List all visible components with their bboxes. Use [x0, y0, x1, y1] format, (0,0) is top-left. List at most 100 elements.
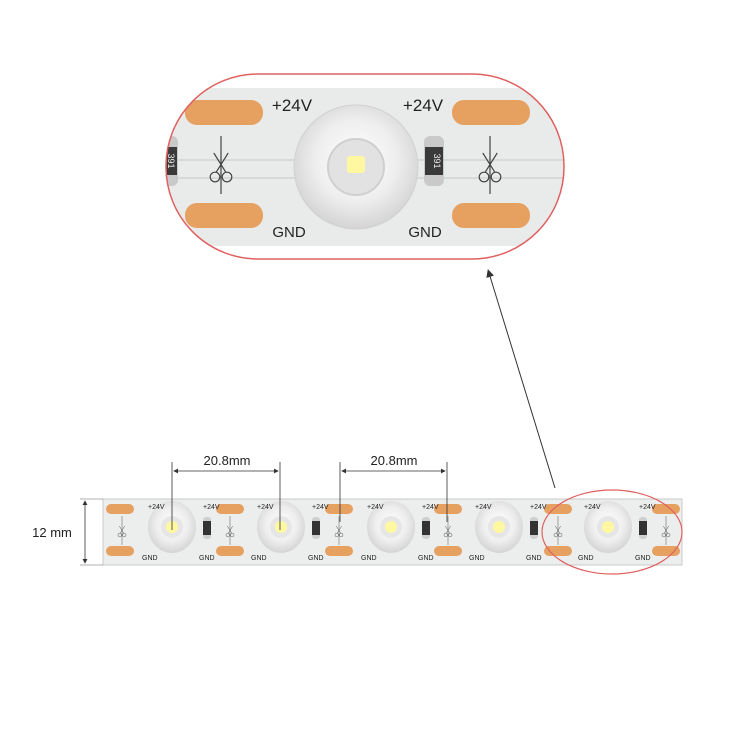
- scissor-blade: [119, 525, 124, 534]
- scissor-blade: [213, 152, 227, 173]
- scissor-blade: [556, 525, 561, 534]
- scissor-blade: [227, 525, 232, 534]
- zoom-solder-pad-gnd: [452, 203, 530, 228]
- led-chip-icon: [275, 521, 287, 533]
- scissors-icon: [225, 516, 235, 545]
- resistor-body: [425, 147, 443, 175]
- pitch-label-2: 20.8mm: [371, 453, 418, 468]
- scissors-icon: [443, 516, 453, 545]
- solder-pad-gnd: [106, 546, 134, 556]
- scissor-handle: [122, 532, 127, 538]
- label-gnd: GND: [142, 555, 158, 562]
- led-chip-icon: [493, 521, 505, 533]
- label-gnd: GND: [199, 555, 215, 562]
- zoom-label-plus24v-2: +24V: [403, 96, 444, 115]
- led-chip-icon: [602, 521, 614, 533]
- label-plus24v: +24V: [422, 504, 439, 511]
- scissor-blade: [228, 525, 233, 534]
- scissor-handle: [661, 532, 666, 538]
- zoom-label-gnd-1: GND: [272, 224, 306, 241]
- label-gnd: GND: [308, 555, 324, 562]
- scissor-blade: [555, 525, 560, 534]
- scissors-icon: [553, 516, 563, 545]
- scissor-blade: [445, 525, 450, 534]
- scissor-blade: [337, 525, 342, 534]
- solder-pad-plus: [325, 504, 353, 514]
- scissor-handle: [558, 532, 563, 538]
- led-strip: +24V +24V GND GND +24V +24V GND GND +24V +24V GND G…: [102, 498, 683, 566]
- label-plus24v: +24V: [203, 504, 220, 511]
- zoom-highlight-outline: [165, 73, 565, 260]
- scissor-blade: [484, 152, 498, 173]
- label-gnd: GND: [251, 555, 267, 562]
- scissor-blade: [664, 525, 669, 534]
- resistor-body: [166, 147, 177, 175]
- scissor-handle: [230, 532, 235, 538]
- scissors-icon: [334, 516, 344, 545]
- led-chip-icon: [347, 156, 365, 173]
- label-gnd: GND: [361, 555, 377, 562]
- resistor-code: 391: [432, 153, 442, 168]
- solder-pad-plus: [434, 504, 462, 514]
- label-plus24v: +24V: [530, 504, 547, 511]
- zoom-label-plus24v-1: +24V: [272, 96, 313, 115]
- zoom-solder-pad-plus: [185, 100, 263, 125]
- solder-pad-gnd: [325, 546, 353, 556]
- scissor-handle: [209, 171, 221, 183]
- solder-pad-gnd: [544, 546, 572, 556]
- width-dimension: 12 mm: [32, 498, 103, 566]
- resistor-body: [203, 521, 211, 535]
- scissor-blade: [482, 152, 496, 173]
- solder-pad-plus: [216, 504, 244, 514]
- scissor-handle: [478, 171, 490, 183]
- scissor-blade: [336, 525, 341, 534]
- resistor-body: [530, 521, 538, 535]
- label-plus24v: +24V: [367, 504, 384, 511]
- resistor-code: 391: [166, 153, 176, 168]
- scissor-blade: [446, 525, 451, 534]
- scissor-handle: [339, 532, 344, 538]
- scissor-handle: [334, 532, 339, 538]
- resistor-body: [639, 521, 647, 535]
- width-label: 12 mm: [32, 525, 72, 540]
- label-gnd: GND: [526, 555, 542, 562]
- label-gnd: GND: [635, 555, 651, 562]
- pitch-dimension-1: 20.8mm: [171, 453, 281, 530]
- scissors-icon: [117, 516, 127, 545]
- scissors-icon: [661, 516, 671, 545]
- scissor-handle: [117, 532, 122, 538]
- pitch-dimension-2: 20.8mm: [339, 453, 448, 522]
- scissors-icon: [478, 136, 502, 194]
- label-plus24v: +24V: [312, 504, 329, 511]
- scissor-handle: [553, 532, 558, 538]
- scissor-handle: [490, 171, 502, 183]
- solder-pad-gnd: [652, 546, 680, 556]
- label-plus24v: +24V: [148, 504, 165, 511]
- led-chip-icon: [385, 521, 397, 533]
- label-plus24v: +24V: [584, 504, 601, 511]
- scissor-blade: [663, 525, 668, 534]
- scissor-blade: [120, 525, 125, 534]
- label-plus24v: +24V: [639, 504, 656, 511]
- pitch-label-1: 20.8mm: [204, 453, 251, 468]
- scissor-handle: [666, 532, 671, 538]
- highlight-ellipse: [541, 489, 683, 575]
- scissor-handle: [221, 171, 233, 183]
- label-gnd: GND: [469, 555, 485, 562]
- resistor-icon: 391: [166, 136, 178, 186]
- label-gnd: GND: [418, 555, 434, 562]
- scissor-handle: [225, 532, 230, 538]
- zoom-solder-pad-plus: [452, 100, 530, 125]
- scissor-handle: [448, 532, 453, 538]
- resistor-body: [422, 521, 430, 535]
- label-plus24v: +24V: [475, 504, 492, 511]
- scissors-icon: [209, 136, 233, 194]
- resistor-icon: 391: [424, 136, 444, 186]
- solder-pad-gnd: [434, 546, 462, 556]
- scissor-blade: [215, 152, 229, 173]
- callout-arrow: [486, 269, 556, 489]
- solder-pad-plus: [106, 504, 134, 514]
- label-plus24v: +24V: [257, 504, 274, 511]
